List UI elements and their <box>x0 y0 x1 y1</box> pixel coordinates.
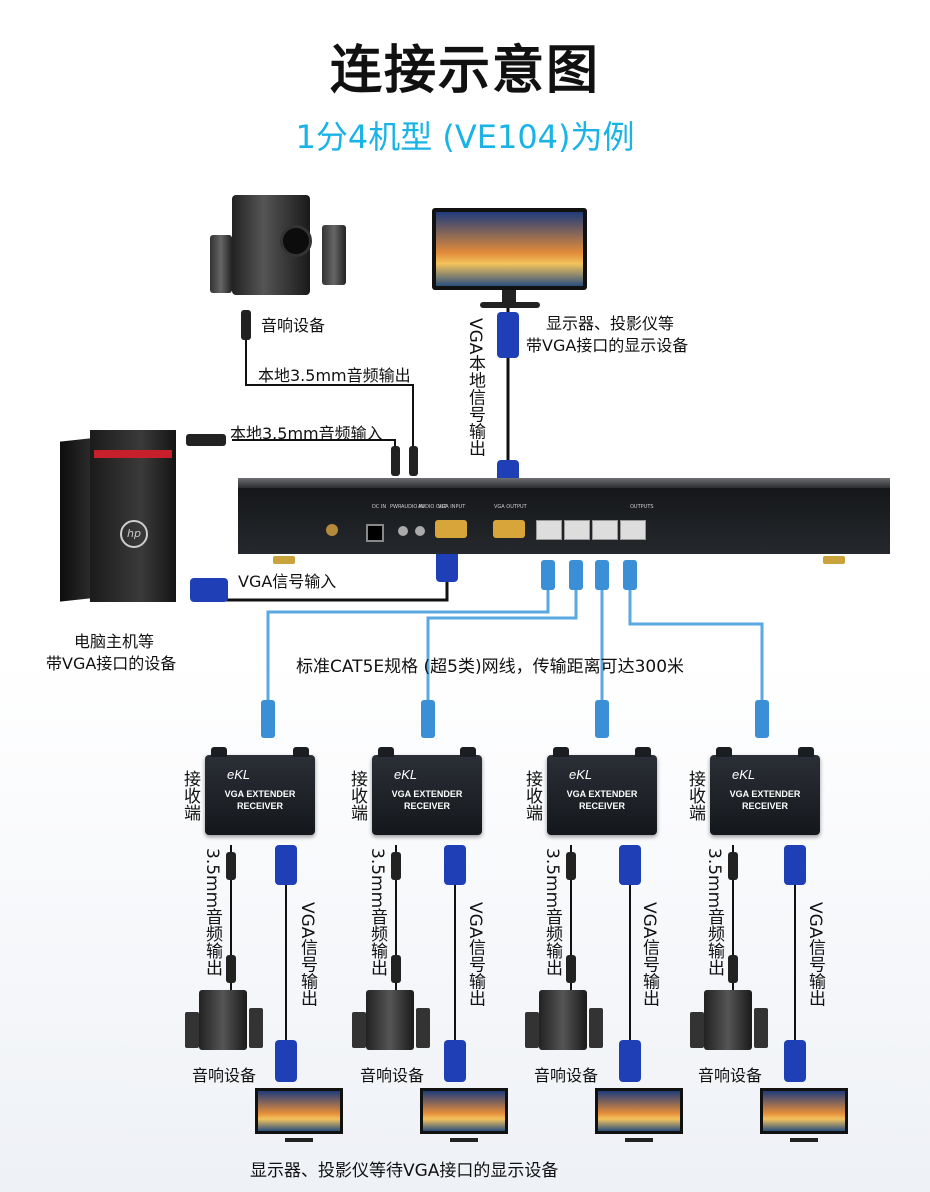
speaker-image-1 <box>185 990 265 1052</box>
port-label-vga-input: VGA INPUT <box>438 504 466 510</box>
receiver-brand: eKL <box>227 767 251 782</box>
rx-speaker-label-2: 音响设备 <box>360 1066 425 1085</box>
receiver-line1: VGA EXTENDER <box>224 789 296 799</box>
rx-vga-out-label-1: VGA信号输出 <box>297 902 317 1007</box>
port-label-dcin: DC IN <box>372 504 387 510</box>
rx-speaker-label-1: 音响设备 <box>192 1066 257 1085</box>
receiver-side-label-4: 接收端 <box>685 770 705 821</box>
receiver-line2: RECEIVER <box>578 801 625 811</box>
rx-vga-out-label-3: VGA信号输出 <box>639 902 659 1007</box>
pc-label-1: 电脑主机等 <box>74 632 155 651</box>
receiver-1: eKL VGA EXTENDER RECEIVER <box>205 747 315 835</box>
bottom-note: 显示器、投影仪等待VGA接口的显示设备 <box>250 1161 559 1181</box>
vga-local-out-label: VGA本地信号输出 <box>465 318 485 457</box>
receiver-line1: VGA EXTENDER <box>566 789 638 799</box>
receiver-line2: RECEIVER <box>741 801 788 811</box>
rx-speaker-label-4: 音响设备 <box>698 1066 763 1085</box>
speaker-image-4 <box>690 990 770 1052</box>
speaker-top-image <box>210 195 350 300</box>
receiver-line1: VGA EXTENDER <box>729 789 801 799</box>
vga-in-label: VGA信号输入 <box>238 572 337 591</box>
receiver-2: eKL VGA EXTENDER RECEIVER <box>372 747 482 835</box>
port-label-audio-out: AUDIO OUT <box>418 504 447 510</box>
receiver-line2: RECEIVER <box>403 801 450 811</box>
rx-speaker-label-3: 音响设备 <box>534 1066 599 1085</box>
monitor-top-image <box>432 208 587 313</box>
page-title: 连接示意图 <box>329 41 600 101</box>
monitor-image-2 <box>420 1088 508 1148</box>
monitor-image-4 <box>760 1088 848 1148</box>
receiver-brand: eKL <box>569 767 593 782</box>
port-label-audio-in: AUDIO IN <box>401 504 425 510</box>
rx-audio-out-label-4: 3.5mm音频输出 <box>704 848 724 977</box>
monitor-image-1 <box>255 1088 343 1148</box>
audio-in-label: 本地3.5mm音频输入 <box>230 424 383 443</box>
receiver-line1: VGA EXTENDER <box>391 789 463 799</box>
rx-vga-out-label-2: VGA信号输出 <box>465 902 485 1007</box>
pc-label-2: 带VGA接口的设备 <box>46 654 177 673</box>
receiver-side-label-2: 接收端 <box>347 770 367 821</box>
receiver-brand: eKL <box>732 767 756 782</box>
port-label-pwr: PWR <box>390 504 402 510</box>
port-label-vga-output: VGA OUTPUT <box>494 504 527 510</box>
receiver-side-label-1: 接收端 <box>180 770 200 821</box>
speaker-image-2 <box>352 990 432 1052</box>
rx-audio-out-label-1: 3.5mm音频输出 <box>202 848 222 977</box>
monitor-top-label-1: 显示器、投影仪等 <box>546 314 675 333</box>
receiver-brand: eKL <box>394 767 418 782</box>
monitor-top-label-2: 带VGA接口的显示设备 <box>526 336 689 355</box>
rx-vga-out-label-4: VGA信号输出 <box>805 902 825 1007</box>
pc-tower-image: hp <box>60 430 178 605</box>
rx-audio-out-label-2: 3.5mm音频输出 <box>367 848 387 977</box>
receiver-3: eKL VGA EXTENDER RECEIVER <box>547 747 657 835</box>
receiver-side-label-3: 接收端 <box>522 770 542 821</box>
vga-extender-transmitter: DC IN PWR AUDIO IN AUDIO OUT VGA INPUT V… <box>238 478 890 564</box>
speaker-image-3 <box>525 990 605 1052</box>
port-label-outputs: OUTPUTS <box>630 504 654 510</box>
speaker-top-label: 音响设备 <box>261 316 326 335</box>
rx-audio-out-label-3: 3.5mm音频输出 <box>542 848 562 977</box>
receiver-line2: RECEIVER <box>236 801 283 811</box>
monitor-image-3 <box>595 1088 683 1148</box>
page-subtitle: 1分4机型 (VE104)为例 <box>295 118 635 156</box>
receiver-4: eKL VGA EXTENDER RECEIVER <box>710 747 820 835</box>
cable-note: 标准CAT5E规格 (超5类)网线，传输距离可达300米 <box>296 657 685 677</box>
audio-out-label: 本地3.5mm音频输出 <box>258 366 411 385</box>
